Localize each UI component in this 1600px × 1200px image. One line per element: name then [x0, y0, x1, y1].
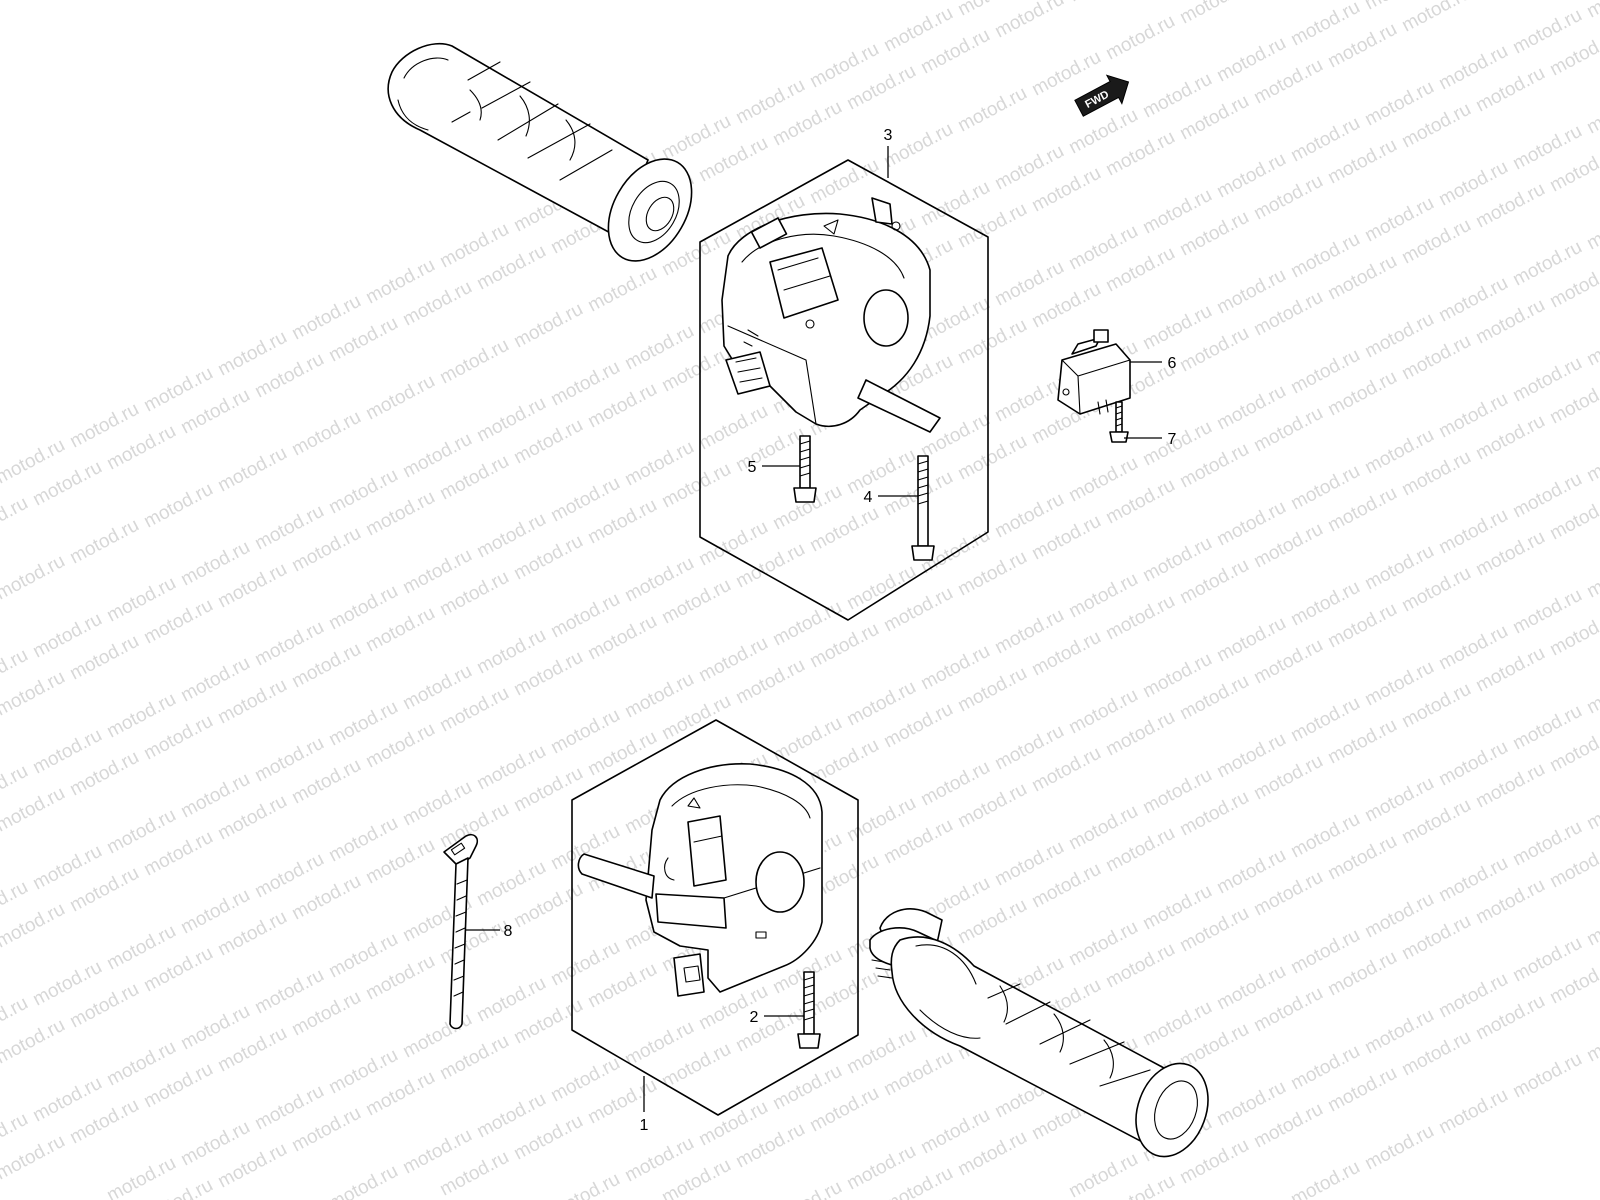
watermark-text: motod.ru: [362, 371, 438, 425]
watermark-text: motod.ru: [103, 1153, 179, 1200]
watermark-text: motod.ru: [0, 551, 69, 605]
watermark-text: motod.ru: [214, 443, 290, 497]
left-handlebar-grip: [387, 42, 693, 262]
callout-7: 7: [1168, 431, 1177, 448]
watermark-text: motod.ru: [1361, 1121, 1437, 1175]
watermark-text: motod.ru: [1065, 0, 1141, 6]
left-handlebar-switch-assembly: [577, 763, 823, 997]
callout-5: 5: [748, 459, 757, 476]
watermark-text: motod.ru: [547, 1169, 623, 1200]
lower-kit-outline: [571, 719, 859, 1116]
watermark-text: motod.ru: [1583, 433, 1600, 487]
right-handlebar-grip: [869, 908, 1209, 1158]
watermark-text: motod.ru: [584, 263, 660, 317]
watermark-text: motod.ru: [1583, 201, 1600, 255]
watermark-text: motod.ru: [1583, 665, 1600, 719]
watermark-text: motod.ru: [0, 493, 32, 547]
watermark-text: motod.ru: [1509, 1049, 1585, 1103]
watermark-text: motod.ru: [1583, 0, 1600, 22]
watermark-text: motod.ru: [0, 783, 69, 837]
watermark-text: motod.ru: [769, 1177, 845, 1200]
callout-6: 6: [1168, 355, 1177, 372]
screw-short: [793, 435, 817, 503]
watermark-text: motod.ru: [288, 407, 364, 461]
watermark-text: motod.ru: [1398, 0, 1474, 36]
callout-1: 1: [640, 1117, 649, 1134]
watermark-text: motod.ru: [140, 479, 216, 533]
watermark-text: motod.ru: [1102, 11, 1178, 65]
fwd-direction-indicator: FWD: [1074, 74, 1130, 117]
watermark-text: motod.ru: [1176, 0, 1252, 28]
watermark-text: motod.ru: [991, 0, 1067, 42]
watermark-text: motod.ru: [1287, 1157, 1363, 1200]
small-screw: [1109, 401, 1129, 443]
watermark-text: motod.ru: [954, 83, 1030, 137]
watermark-text: motod.ru: [1583, 549, 1600, 603]
watermark-text: motod.ru: [1583, 1013, 1600, 1067]
forward-arrow-icon: [1074, 74, 1130, 117]
small-switch-unit: [1057, 329, 1131, 415]
watermark-text: motod.ru: [325, 1161, 401, 1200]
callout-2: 2: [750, 1009, 759, 1026]
watermark-text: motod.ru: [0, 1015, 69, 1069]
watermark-text: motod.ru: [0, 667, 69, 721]
watermark-text: motod.ru: [1583, 317, 1600, 371]
watermark-text: motod.ru: [1583, 85, 1600, 139]
watermark-text: motod.ru: [1583, 897, 1600, 951]
right-handlebar-switch-assembly: [721, 197, 941, 433]
upper-kit-outline: [699, 159, 989, 621]
watermark-text: motod.ru: [1583, 781, 1600, 835]
callout-4: 4: [864, 489, 873, 506]
screw-lower: [797, 971, 821, 1049]
callout-3: 3: [884, 127, 893, 144]
watermark-text: motod.ru: [436, 335, 512, 389]
watermark-text: motod.ru: [1435, 1085, 1511, 1139]
cable-tie: [443, 833, 479, 1030]
watermark-text: motod.ru: [0, 899, 69, 953]
watermark-text: motod.ru: [510, 299, 586, 353]
screw-long: [911, 455, 935, 561]
callout-8: 8: [504, 923, 513, 940]
watermark-text: motod.ru: [66, 515, 142, 569]
watermark-text: motod.ru: [0, 1131, 69, 1185]
